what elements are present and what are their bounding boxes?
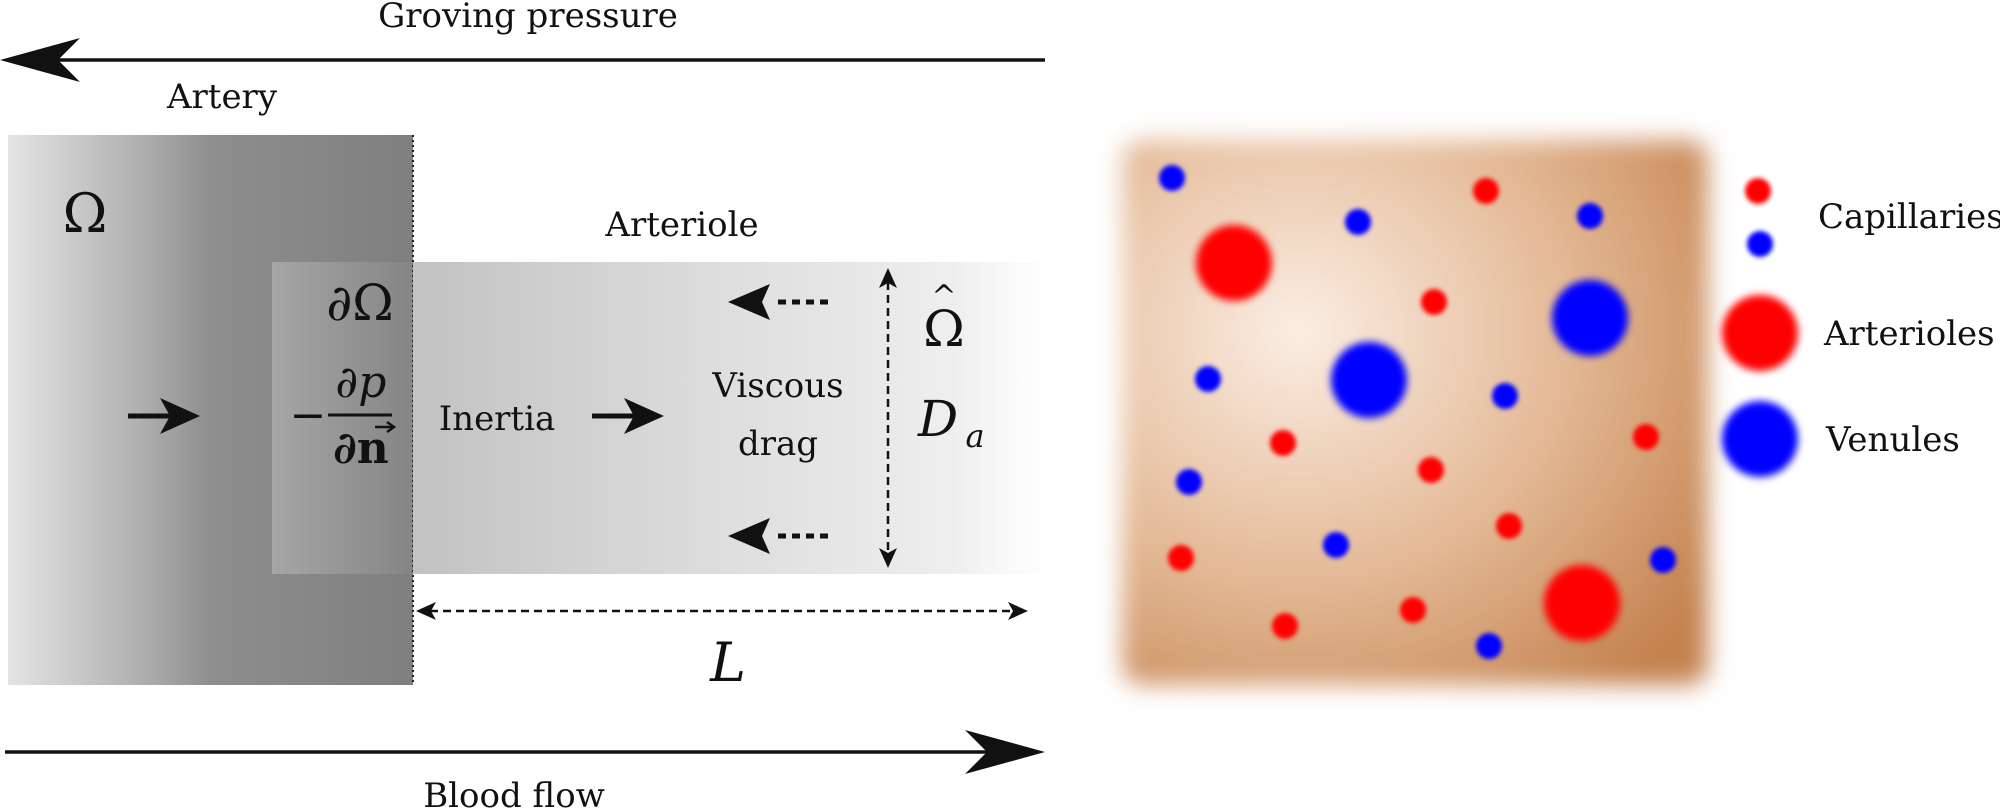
groving-pressure-label: Groving pressure	[378, 0, 678, 36]
legend-arterioles-label: Arterioles	[1823, 314, 1995, 354]
arteriole-tube	[413, 262, 1055, 574]
viscous-label-line2: drag	[738, 424, 818, 464]
arteriole-vessel-5	[1421, 289, 1447, 315]
inertia-label: Inertia	[439, 399, 556, 439]
arteriole-vessel-12	[1633, 424, 1659, 450]
omega-domain-label: Ω	[63, 182, 108, 245]
drag-arrow-top	[728, 284, 830, 320]
venule-vessel-7	[1195, 366, 1221, 392]
venule-vessel-9	[1492, 383, 1518, 409]
legend-capillary-red-swatch	[1745, 178, 1771, 204]
venule-vessel-8	[1331, 342, 1407, 418]
boundary-label: ∂Ω	[326, 274, 393, 332]
venule-vessel-16	[1323, 532, 1349, 558]
pressure-derivative-denominator: ∂n	[333, 423, 389, 474]
artery-flow-arrow	[128, 398, 200, 434]
legend-capillary-blue-swatch	[1747, 231, 1773, 257]
arteriole-vessel-3	[1473, 178, 1499, 204]
minus-sign: −	[290, 390, 327, 441]
venule-vessel-13	[1176, 469, 1202, 495]
arteriole-domain-label: Ω	[923, 300, 964, 358]
length-arrow	[416, 602, 1028, 620]
arteriole-vessel-19	[1272, 613, 1298, 639]
tissue-vessels	[1159, 165, 1676, 659]
venule-vessel-0	[1159, 165, 1185, 191]
diameter-arrow	[879, 268, 897, 568]
arteriole-vessel-20	[1544, 565, 1620, 641]
hat-accent: ^	[931, 279, 956, 314]
venule-vessel-2	[1345, 209, 1371, 235]
legend-venules-label: Venules	[1825, 420, 1960, 460]
inertia-arrow	[592, 398, 664, 434]
pressure-derivative-numerator: ∂p	[336, 357, 387, 408]
blood-flow-arrow	[5, 730, 1045, 774]
arteriole-vessel-15	[1168, 545, 1194, 571]
arteriole-label: Arteriole	[604, 205, 758, 245]
blood-flow-label: Blood flow	[423, 776, 605, 810]
boundary-band	[272, 262, 413, 574]
arteriole-vessel-18	[1400, 597, 1426, 623]
venule-vessel-17	[1650, 547, 1676, 573]
groving-pressure-arrow	[0, 38, 1045, 82]
venule-vessel-4	[1577, 203, 1603, 229]
legend: Capillaries Arterioles Venules	[1722, 178, 2000, 477]
venule-vessel-21	[1476, 633, 1502, 659]
drag-arrow-bottom	[728, 518, 830, 554]
normal-vector-arrow-icon	[386, 420, 397, 434]
viscous-label-line1: Viscous	[711, 366, 843, 406]
artery-label: Artery	[166, 77, 278, 117]
length-label: L	[709, 631, 746, 694]
legend-arteriole-swatch	[1722, 295, 1798, 371]
arteriole-vessel-1	[1196, 225, 1272, 301]
diameter-label: D	[917, 390, 958, 448]
legend-capillaries-label: Capillaries	[1818, 197, 2000, 237]
arteriole-vessel-11	[1418, 457, 1444, 483]
diameter-subscript: a	[965, 417, 984, 455]
arteriole-vessel-10	[1270, 430, 1296, 456]
legend-venule-swatch	[1722, 401, 1798, 477]
venule-vessel-6	[1552, 280, 1628, 356]
arteriole-vessel-14	[1496, 513, 1522, 539]
